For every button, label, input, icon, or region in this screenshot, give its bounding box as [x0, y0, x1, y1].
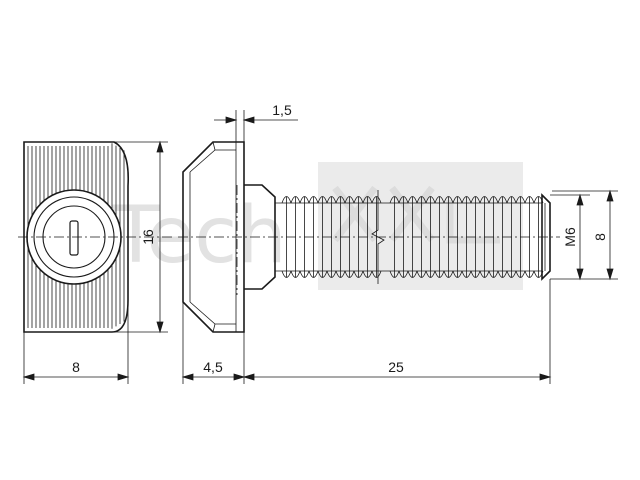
head-chamfer-bottom [189, 301, 236, 333]
dim-head-depth: 4,5 [203, 359, 223, 375]
dim-shank-length: 25 [388, 359, 404, 375]
watermark: Tech [111, 162, 523, 290]
dim-width-front: 8 [72, 359, 80, 375]
thread-crest-top [281, 196, 544, 204]
slot [69, 220, 79, 256]
thread-crest-bottom [281, 270, 544, 278]
front-view [18, 141, 175, 333]
head-chamfer-top [189, 141, 236, 173]
dim-thread-dia: 8 [592, 233, 608, 241]
dim-thread-label: M6 [562, 227, 578, 247]
dim-head-top: 1,5 [272, 102, 292, 118]
side-view [178, 141, 560, 333]
thread-end [541, 193, 551, 281]
dimensions [22, 110, 618, 384]
watermark-text: Tech [111, 191, 287, 281]
dim-height-front: 16 [140, 229, 156, 245]
